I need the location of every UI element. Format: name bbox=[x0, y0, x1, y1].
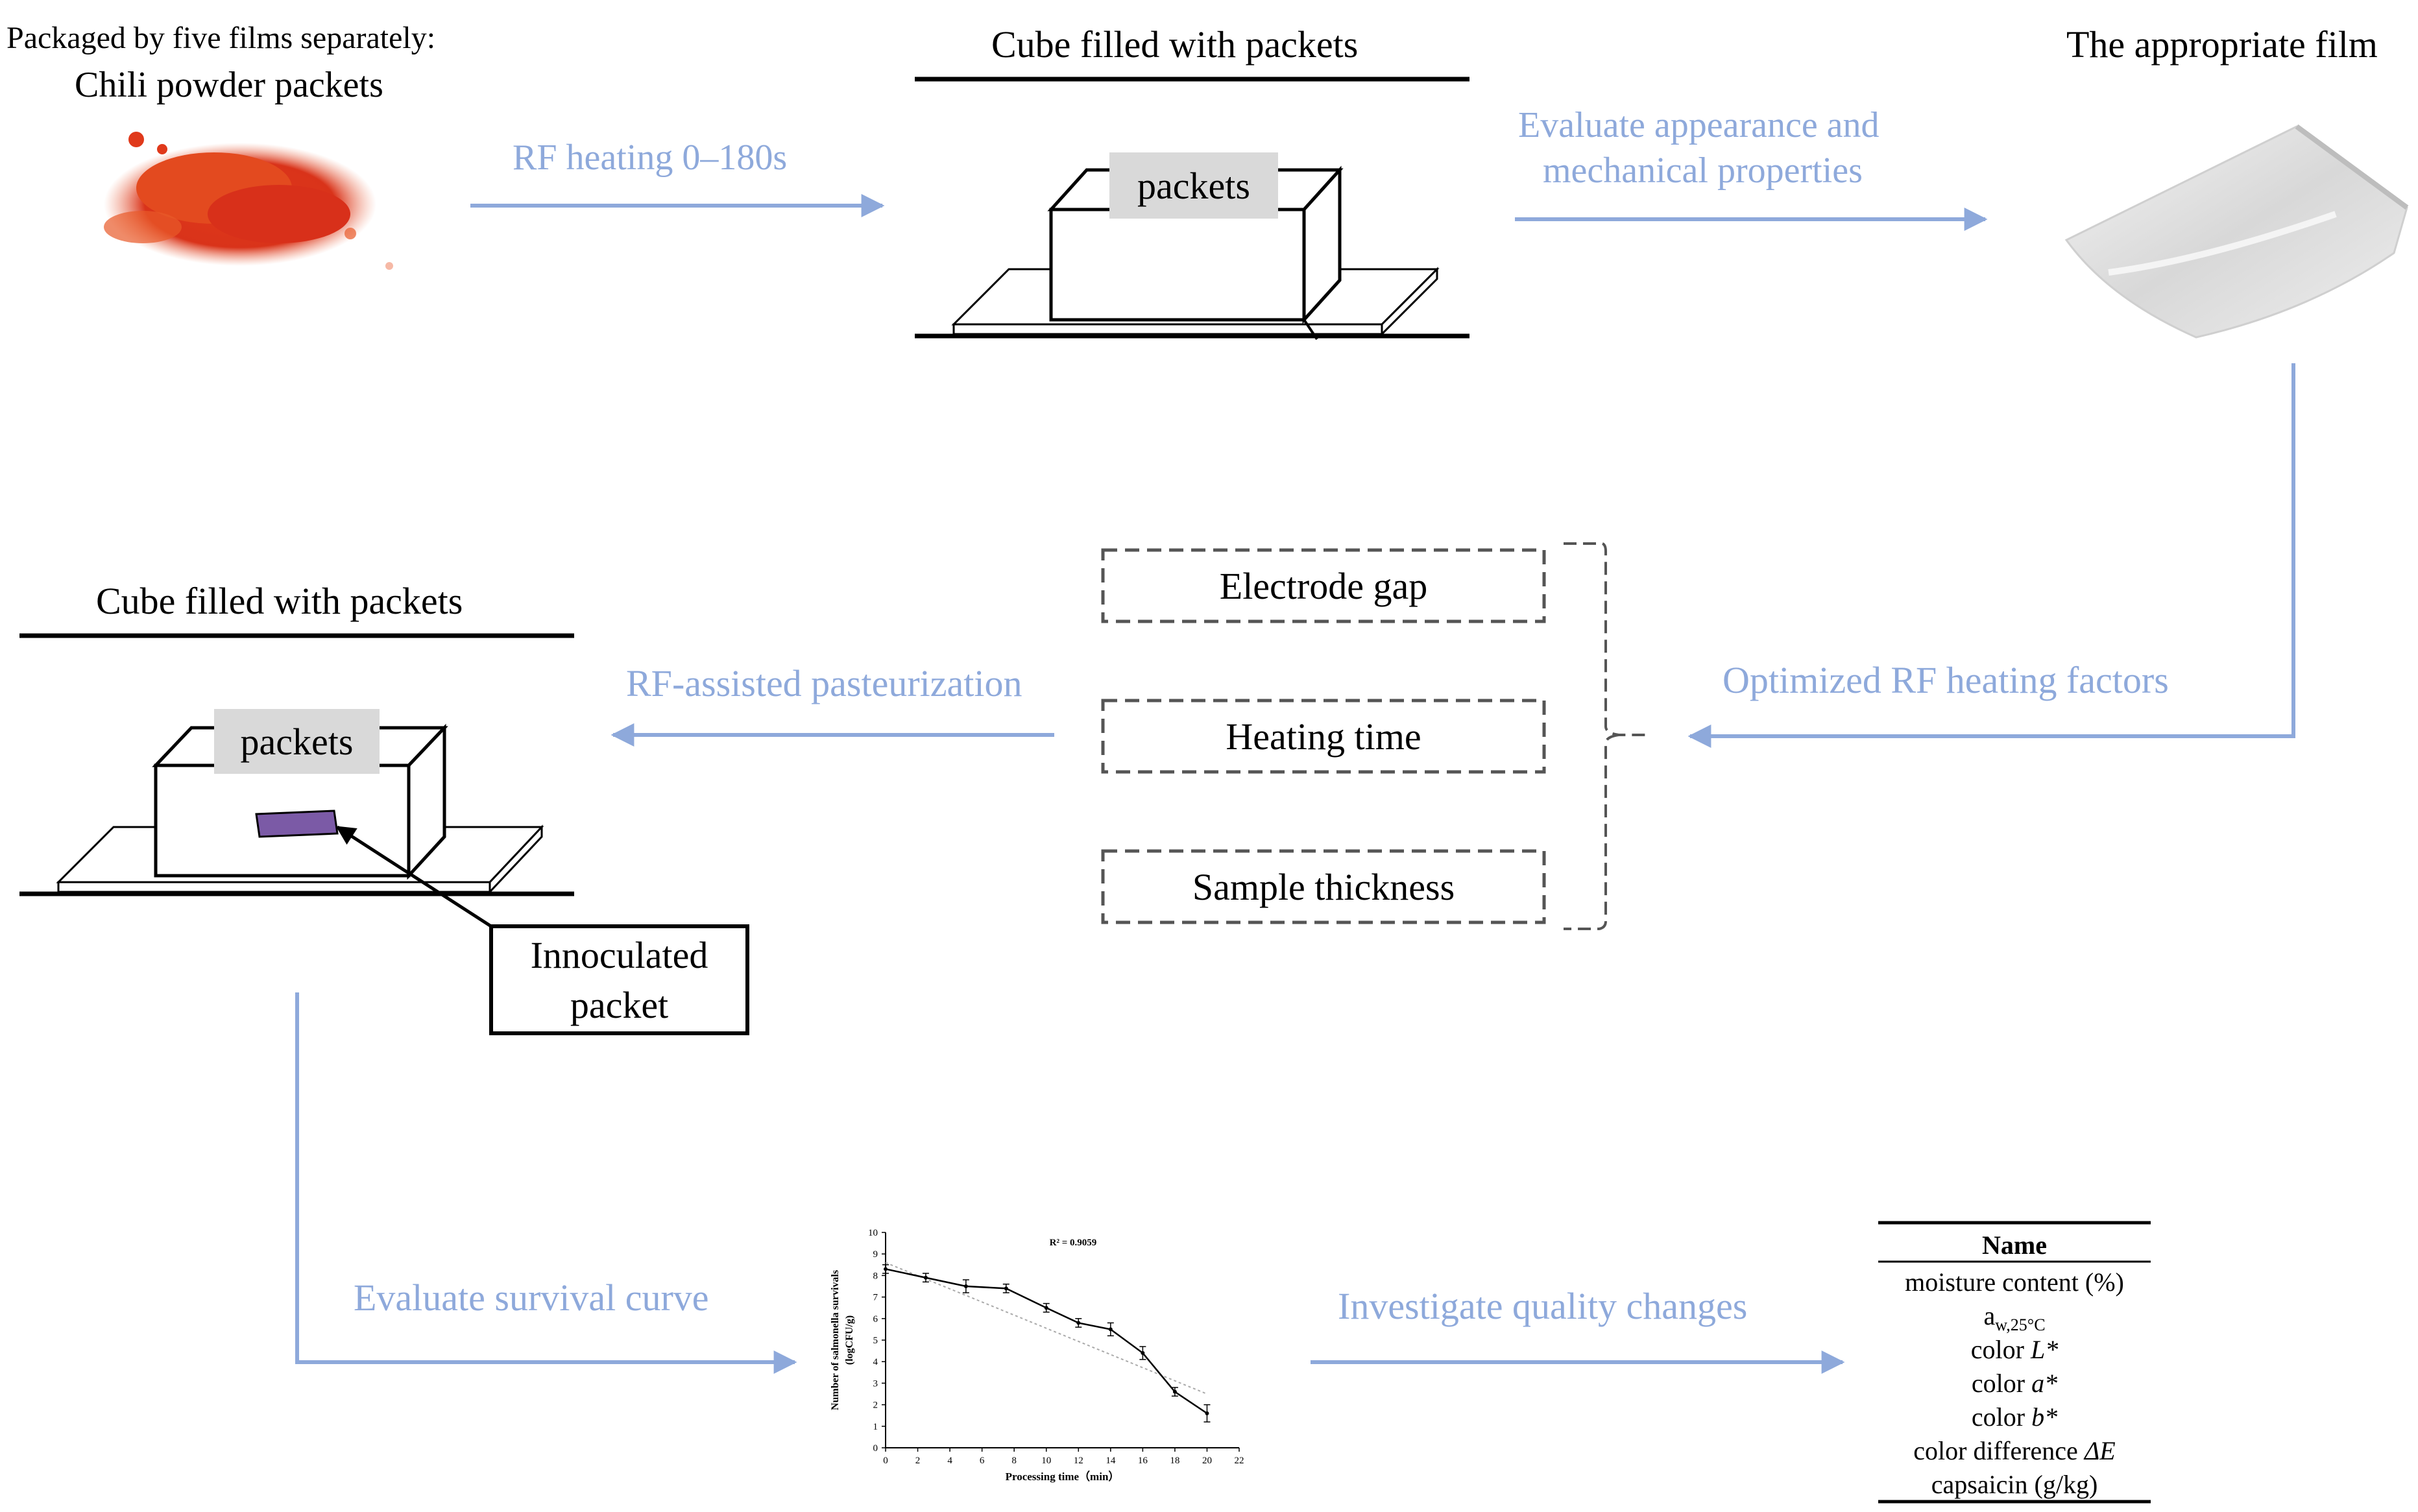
stage4-packets-label: packets bbox=[240, 720, 354, 763]
factor-sample-thickness: Sample thickness bbox=[1192, 865, 1455, 908]
y-axis-label-line1: Number of salmonella survivals bbox=[830, 1270, 841, 1410]
x-axis-label: Processing time（min） bbox=[1006, 1470, 1120, 1483]
y-tick-label: 8 bbox=[873, 1271, 878, 1281]
survival-line bbox=[885, 1268, 1208, 1414]
x-tick-label: 0 bbox=[883, 1456, 888, 1466]
stage4-title: Cube filled with packets bbox=[96, 580, 463, 622]
quality-table-rules bbox=[1878, 1221, 2151, 1504]
x-tick-label: 22 bbox=[1235, 1456, 1244, 1466]
trendline bbox=[885, 1262, 1207, 1395]
arrow-label-quality: Investigate quality changes bbox=[1338, 1285, 1748, 1327]
inoculated-packet-shape bbox=[255, 810, 339, 838]
x-tick-label: 18 bbox=[1170, 1456, 1179, 1466]
data-point bbox=[1172, 1389, 1177, 1394]
table-row-moisture: moisture content (%) bbox=[1905, 1267, 2124, 1297]
y-tick-label: 5 bbox=[873, 1336, 878, 1346]
arrow-label-evaluate-line2: mechanical properties bbox=[1543, 150, 1863, 191]
data-point bbox=[923, 1275, 928, 1280]
table-header: Name bbox=[1982, 1230, 2047, 1260]
data-point bbox=[1205, 1411, 1209, 1415]
arrow-label-rf-heating: RF heating 0–180s bbox=[513, 138, 788, 178]
table-row-capsaicin: capsaicin (g/kg) bbox=[1931, 1470, 2098, 1499]
data-point bbox=[1076, 1321, 1081, 1325]
arrow-label-pasteurization: RF-assisted pasteurization bbox=[626, 662, 1022, 704]
stage2-title: Cube filled with packets bbox=[991, 23, 1359, 66]
factor-brace bbox=[1564, 542, 1648, 930]
x-tick-label: 2 bbox=[915, 1456, 921, 1466]
arrow-label-optimized: Optimized RF heating factors bbox=[1723, 659, 2169, 701]
inoculated-label-line2: packet bbox=[570, 983, 669, 1026]
inoculated-label-line1: Innoculated bbox=[530, 933, 708, 976]
y-tick-label: 3 bbox=[873, 1378, 878, 1389]
table-row-color-b: color b* bbox=[1971, 1402, 2058, 1432]
factor-boxes bbox=[1101, 548, 1546, 924]
stage3-title: The appropriate film bbox=[2066, 23, 2378, 66]
table-row-color-a: color a* bbox=[1971, 1369, 2058, 1398]
y-tick-label: 1 bbox=[873, 1422, 878, 1432]
x-tick-label: 16 bbox=[1138, 1456, 1148, 1466]
y-tick-label: 0 bbox=[873, 1443, 878, 1454]
x-tick-label: 4 bbox=[947, 1456, 952, 1466]
data-point bbox=[1108, 1327, 1113, 1332]
stage2-packets-label: packets bbox=[1137, 164, 1250, 207]
data-point bbox=[1004, 1286, 1008, 1291]
y-tick-label: 9 bbox=[873, 1249, 878, 1260]
x-tick-label: 8 bbox=[1011, 1456, 1017, 1466]
x-tick-label: 14 bbox=[1106, 1456, 1116, 1466]
data-point bbox=[1044, 1306, 1048, 1310]
stage1-caption-line2: Chili powder packets bbox=[75, 65, 383, 105]
table-row-aw: aw,25°C bbox=[1983, 1301, 2046, 1334]
y-tick-label: 2 bbox=[873, 1400, 878, 1411]
quality-table: Name moisture content (%) aw,25°C color … bbox=[1878, 1223, 2151, 1502]
data-point bbox=[963, 1284, 968, 1288]
y-tick-label: 10 bbox=[868, 1228, 878, 1238]
stage1-caption-line1: Packaged by five films separately: bbox=[6, 21, 436, 55]
x-tick-label: 6 bbox=[980, 1456, 985, 1466]
table-row-delta-e: color difference ΔE bbox=[1913, 1436, 2116, 1465]
y-tick-label: 7 bbox=[873, 1293, 878, 1303]
cube-illustration-top bbox=[915, 77, 1469, 341]
arrow-label-evaluate-line1: Evaluate appearance and bbox=[1518, 105, 1880, 145]
arrow-label-survival: Evaluate survival curve bbox=[354, 1277, 709, 1319]
y-tick-label: 4 bbox=[873, 1357, 878, 1367]
y-axis-label-line2: (logCFU/g) bbox=[844, 1315, 855, 1365]
data-point bbox=[1141, 1350, 1145, 1355]
y-tick-label: 6 bbox=[873, 1314, 878, 1325]
data-point bbox=[884, 1267, 888, 1271]
x-tick-label: 20 bbox=[1202, 1456, 1212, 1466]
cube-illustration-bottom bbox=[19, 633, 749, 1035]
table-row-color-l: color L* bbox=[1970, 1335, 2059, 1364]
x-tick-label: 12 bbox=[1074, 1456, 1083, 1466]
factor-heating-time: Heating time bbox=[1226, 715, 1421, 758]
chili-powder-image bbox=[104, 132, 393, 270]
x-tick-label: 10 bbox=[1041, 1456, 1051, 1466]
r-squared-annotation: R² = 0.9059 bbox=[1050, 1238, 1097, 1248]
film-bag-image bbox=[2064, 124, 2409, 339]
factor-electrode-gap: Electrode gap bbox=[1219, 564, 1428, 607]
